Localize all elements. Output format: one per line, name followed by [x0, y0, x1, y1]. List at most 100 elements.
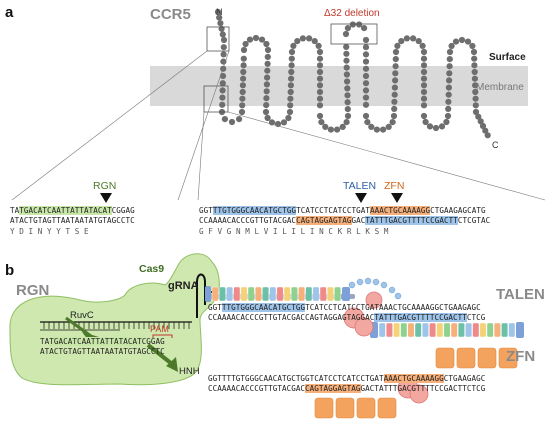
amino-acid-bead: [446, 56, 453, 63]
panel-a-letter: a: [5, 4, 14, 21]
tale-repeat: [436, 322, 444, 338]
amino-acid-bead: [219, 72, 227, 80]
amino-acid-bead: [220, 36, 228, 44]
amino-acid-bead: [420, 82, 428, 89]
tale-repeat: [407, 322, 415, 338]
zinc-finger: [435, 347, 455, 369]
amino-acid-bead: [316, 48, 324, 56]
ruvc-label: RuvC: [70, 310, 94, 321]
tale-repeat: [276, 286, 284, 302]
amino-acid-bead: [264, 114, 271, 122]
zfn-fingers-top: [435, 347, 518, 369]
amino-acid-bead: [316, 75, 324, 82]
seq-segment: CTGAAGAGC: [443, 374, 486, 383]
amino-acid-bead: [394, 42, 401, 50]
amino-acid-bead: [339, 123, 346, 130]
seq-segment: CTGAAGAGCATG: [430, 206, 486, 215]
amino-acid-bead: [343, 119, 350, 126]
tale-repeat: [240, 286, 248, 302]
amino-acid-bead: [342, 30, 350, 38]
rgn-b-seq-top: TATGACATCAATTATTATACATCGGAG: [40, 337, 165, 346]
amino-acid-bead: [446, 63, 453, 70]
amino-acid-bead: [362, 65, 370, 72]
amino-acid-bead: [391, 98, 398, 105]
amino-acid-bead: [240, 62, 247, 69]
amino-acid-bead: [246, 36, 254, 43]
hnh-arrow: [166, 357, 178, 372]
ruvc-arrow-shaft: [65, 316, 96, 341]
amino-acid-bead: [327, 126, 334, 133]
talen-title: TALEN: [496, 286, 545, 303]
amino-acid-bead: [469, 42, 476, 50]
amino-acid-bead: [471, 75, 478, 82]
amino-acid-bead: [438, 123, 446, 130]
amino-acid-bead: [471, 68, 478, 76]
tale-repeat: [400, 322, 408, 338]
zinc-finger: [377, 397, 397, 419]
amino-acid-bead: [263, 40, 270, 48]
amino-acid-bead: [362, 58, 370, 65]
tale-repeat: [226, 286, 233, 302]
amino-acid-bead: [316, 68, 324, 76]
amino-acid-bead: [343, 50, 350, 57]
amino-acid-bead: [343, 71, 350, 78]
amino-acid-bead: [392, 48, 400, 56]
amino-acid-bead: [362, 87, 370, 94]
amino-acid-bead: [263, 81, 270, 88]
amino-acid-bead: [343, 64, 350, 71]
zfn-b-seq-bottom: CCAAAACACCCGTTGTACGACCAGTAGGAGTAGGACTATT…: [208, 384, 485, 393]
cas9-label: Cas9: [139, 263, 165, 275]
amino-acid-bead: [252, 34, 260, 42]
amino-acid-bead: [344, 92, 351, 99]
zfn-target-right: AAACTGCAAAAGG: [383, 374, 444, 383]
amino-acid-bead: [373, 126, 380, 133]
seq-segment: CTCG: [466, 313, 486, 322]
amino-acid-bead: [344, 85, 351, 92]
amino-acid-bead: [422, 118, 429, 126]
zfn-cut-arrow: [391, 193, 403, 203]
amino-acid-bead: [316, 95, 324, 102]
c-terminus-label: C: [492, 140, 499, 150]
zfn-target-right: AAACTGCAAAAGG: [370, 206, 431, 215]
amino-acid-bead: [420, 68, 428, 76]
amino-acid-bead: [290, 42, 297, 50]
amino-acid-bead: [479, 122, 487, 130]
amino-acid-bead: [239, 82, 246, 89]
amino-acid-bead: [286, 108, 294, 116]
amino-acid-bead: [362, 112, 370, 120]
amino-acid-bead: [315, 42, 322, 50]
seq-segment: TCATCCTCATCCTGATAAACTGCAAAAGGCTGAAGAGC: [305, 303, 481, 312]
amino-acid-bead: [484, 132, 491, 139]
seq-segment: TA: [10, 206, 20, 215]
talen-b-seq-top: GGTTTGTGGGCAACATGCTGGTCATCCTCATCCTGATAAA…: [208, 303, 481, 312]
tale-repeat: [305, 286, 313, 302]
amino-acid-bead: [419, 42, 426, 50]
amino-acid-bead: [239, 95, 246, 102]
zinc-finger: [356, 397, 376, 419]
zfn-fok1: [409, 384, 429, 404]
amino-acid-bead: [238, 108, 246, 116]
tale-repeat: [334, 286, 341, 302]
zfn-target-left: CAGTAGGAGTAG: [305, 384, 361, 393]
grna-label: gRNA: [168, 280, 199, 292]
tale-repeat: [312, 286, 320, 302]
amino-acid-bead: [362, 94, 370, 101]
amino-acid-bead: [217, 20, 224, 27]
talen-linker-beads: [348, 277, 402, 300]
talen-cut-arrow: [355, 193, 367, 203]
delta32-box: [330, 23, 378, 45]
amino-acid-bead: [288, 75, 295, 82]
amino-acid-bead: [242, 40, 249, 48]
amino-acid-bead: [420, 48, 428, 56]
amino-acid-bead: [362, 80, 370, 87]
seq-segment: GGT: [208, 303, 222, 312]
amino-acid-bead: [228, 118, 236, 126]
rgn-title: RGN: [16, 282, 50, 299]
rgn-seq-top: TATGACATCAATTATTATACATCGGAG: [10, 206, 135, 215]
amino-acid-bead: [432, 124, 440, 132]
amino-acid-bead: [445, 98, 452, 105]
amino-acid-bead: [472, 95, 479, 102]
tale-repeat: [233, 286, 241, 302]
amino-acid-bead: [390, 112, 398, 120]
amino-acid-bead: [392, 56, 399, 63]
